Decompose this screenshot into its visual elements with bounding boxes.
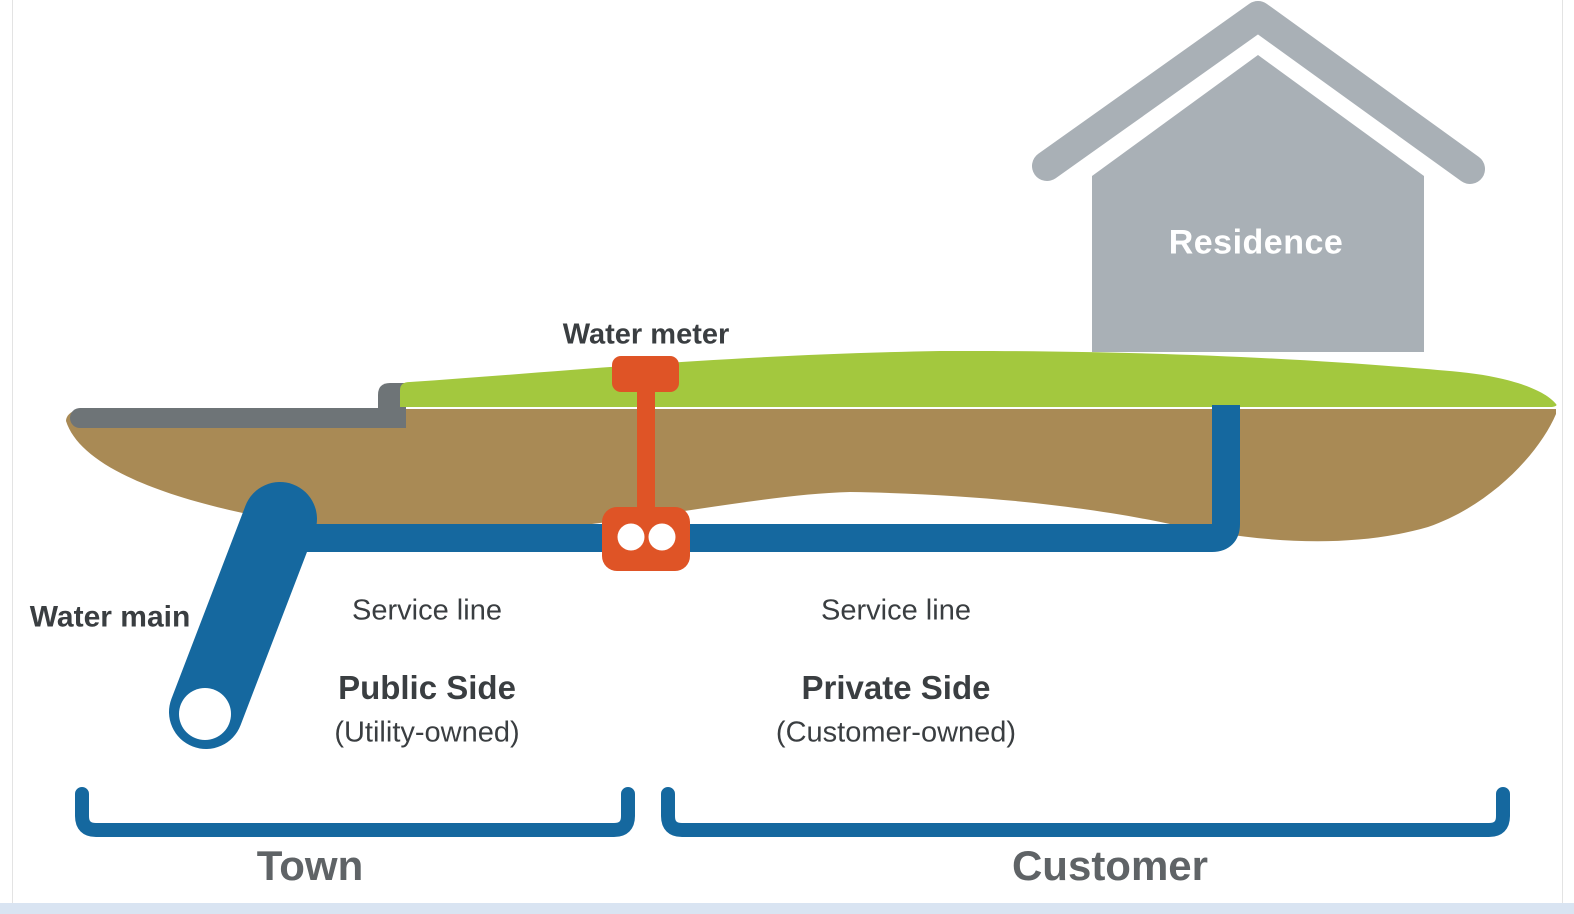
grass: [400, 350, 1557, 407]
town-bracket: [75, 787, 635, 837]
private-side-subtitle: (Customer-owned): [775, 716, 1017, 749]
footer-strip: [0, 903, 1574, 914]
water-meter-dial-right: [648, 523, 676, 551]
soil-ground: [66, 409, 1556, 542]
customer-bracket: [661, 787, 1510, 837]
public-side-title: Public Side: [338, 669, 516, 706]
service-line-private-label: Service line: [821, 594, 971, 627]
residence-roof: [1032, 1, 1485, 184]
water-meter-surface-box: [612, 356, 679, 392]
right-edge-line: [1562, 0, 1563, 914]
water-main-opening: [179, 688, 231, 740]
water-main-label: Water main: [29, 600, 191, 634]
residence-house-body: [1092, 55, 1424, 352]
water-meter-body: [602, 507, 690, 571]
water-main-pipe: [169, 482, 317, 749]
water-meter-label: Water meter: [562, 318, 730, 351]
private-side-title: Private Side: [801, 669, 991, 706]
curb: [378, 383, 406, 428]
residence-label: Residence: [1168, 223, 1344, 262]
customer-zone-label: Customer: [1011, 842, 1209, 889]
road-surface: [70, 408, 400, 428]
town-zone-label: Town: [256, 842, 364, 889]
water-meter-stem: [637, 382, 655, 527]
left-edge-line: [12, 0, 13, 914]
service-line-pipe: [272, 405, 1240, 552]
service-line-public-label: Service line: [352, 594, 502, 627]
water-meter-dial-left: [617, 523, 645, 551]
public-side-subtitle: (Utility-owned): [334, 716, 520, 749]
